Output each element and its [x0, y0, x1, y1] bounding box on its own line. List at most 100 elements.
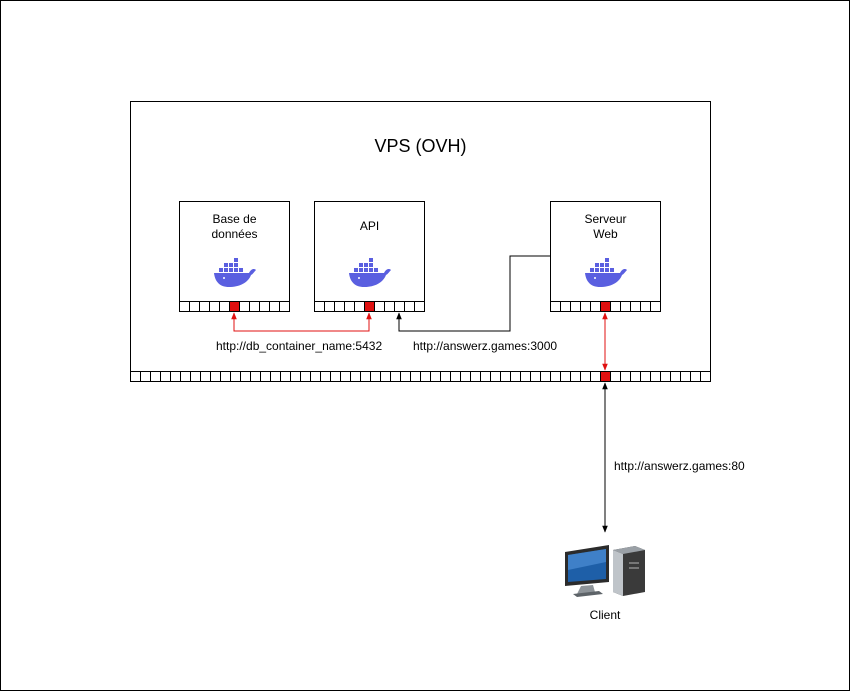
port-slot [270, 302, 280, 311]
port-slot [611, 372, 621, 381]
port-slot [501, 372, 511, 381]
container-database: Base de données [179, 201, 290, 312]
port-slot [461, 372, 471, 381]
port-slot [531, 372, 541, 381]
container-api-label: API [359, 219, 380, 233]
port-slot [311, 372, 321, 381]
port-slot [571, 372, 581, 381]
port-slot [131, 372, 141, 381]
port-slot [421, 372, 431, 381]
port-slot [351, 372, 361, 381]
port-slot [681, 372, 691, 381]
port-slot [180, 302, 190, 311]
active-port [601, 372, 611, 381]
port-slot [581, 302, 591, 311]
container-web-server-ports [551, 301, 660, 311]
vps-port-strip [131, 371, 710, 381]
port-slot [201, 372, 211, 381]
docker-whale-icon [349, 258, 391, 287]
port-slot [641, 302, 651, 311]
port-slot [341, 372, 351, 381]
port-slot [511, 372, 521, 381]
port-slot [591, 372, 601, 381]
port-slot [621, 302, 631, 311]
port-slot [271, 372, 281, 381]
port-slot [371, 372, 381, 381]
port-slot [221, 372, 231, 381]
port-slot [671, 372, 681, 381]
port-slot [211, 372, 221, 381]
port-slot [521, 372, 531, 381]
port-slot [541, 372, 551, 381]
connector-web-api-label: http://answerz.games:3000 [413, 339, 558, 353]
active-port [365, 302, 375, 311]
client-label: Client [589, 608, 621, 622]
port-slot [231, 372, 241, 381]
port-slot [251, 372, 261, 381]
port-slot [631, 302, 641, 311]
port-slot [240, 302, 250, 311]
port-slot [361, 372, 371, 381]
active-port [230, 302, 240, 311]
port-slot [355, 302, 365, 311]
vps-title: VPS (OVH) [374, 136, 467, 156]
port-slot [315, 302, 325, 311]
port-slot [171, 372, 181, 381]
port-slot [181, 372, 191, 381]
active-port [601, 302, 611, 311]
port-slot [261, 372, 271, 381]
port-slot [161, 372, 171, 381]
port-slot [641, 372, 651, 381]
port-slot [561, 302, 571, 311]
port-slot [431, 372, 441, 381]
port-slot [481, 372, 491, 381]
port-slot [241, 372, 251, 381]
port-slot [325, 302, 335, 311]
port-slot [191, 372, 201, 381]
port-slot [551, 372, 561, 381]
port-slot [220, 302, 230, 311]
port-slot [661, 372, 671, 381]
port-slot [561, 372, 571, 381]
port-slot [631, 372, 641, 381]
port-slot [301, 372, 311, 381]
port-slot [345, 302, 355, 311]
port-slot [551, 302, 561, 311]
port-slot [395, 302, 405, 311]
connector-db-api [231, 312, 372, 332]
port-slot [411, 372, 421, 381]
container-web-server-label: Serveur Web [584, 212, 627, 241]
port-slot [331, 372, 341, 381]
port-slot [391, 372, 401, 381]
desktop-computer-icon [565, 545, 645, 597]
port-slot [491, 372, 501, 381]
container-api: API [314, 201, 425, 312]
port-slot [405, 302, 415, 311]
port-slot [441, 372, 451, 381]
port-slot [321, 372, 331, 381]
port-slot [611, 302, 621, 311]
port-slot [451, 372, 461, 381]
port-slot [571, 302, 581, 311]
connector-vps-client-label: http://answerz.games:80 [614, 459, 745, 473]
port-slot [200, 302, 210, 311]
port-slot [651, 372, 661, 381]
container-web-server: Serveur Web [550, 201, 661, 312]
port-slot [581, 372, 591, 381]
port-slot [691, 372, 701, 381]
port-slot [385, 302, 395, 311]
port-slot [621, 372, 631, 381]
port-slot [375, 302, 385, 311]
port-slot [381, 372, 391, 381]
port-slot [260, 302, 270, 311]
port-slot [291, 372, 301, 381]
container-database-label: Base de données [211, 212, 258, 241]
docker-whale-icon [214, 258, 256, 287]
port-slot [471, 372, 481, 381]
port-slot [250, 302, 260, 311]
port-slot [591, 302, 601, 311]
port-slot [151, 372, 161, 381]
connector-web-api [396, 255, 550, 332]
